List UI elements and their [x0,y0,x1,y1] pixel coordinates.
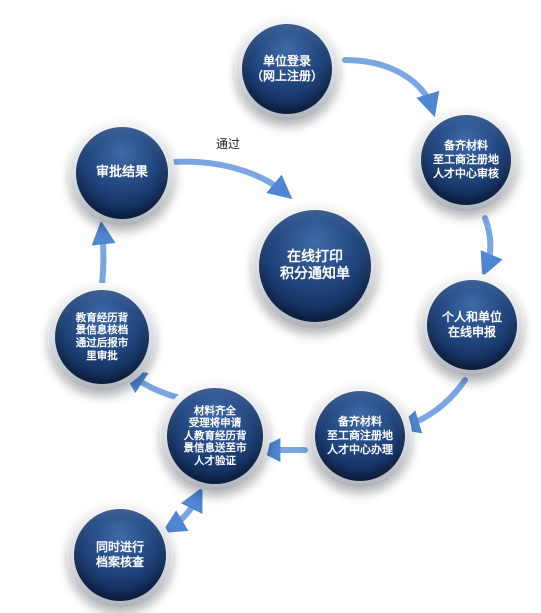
node-materials-process-label: 备齐材料 至工商注册地 人才中心办理 [327,415,393,456]
node-register: 单位登录 （网上注册） [235,17,339,121]
arrow-review-to-apply [480,215,503,277]
arrow-accept-archive-bidirectional [161,487,203,533]
node-materials-review: 备齐材料 至工商注册地 人才中心审核 [414,108,518,212]
arrow-accept-to-edu [122,369,183,401]
node-accept-verify-label: 材料齐全 受理将申请 人教育经历背 景信息送至市 人才验证 [183,404,247,467]
node-materials-review-label: 备齐材料 至工商注册地 人才中心审核 [433,139,499,180]
node-register-label: 单位登录 （网上注册） [250,54,323,83]
node-archive-check-label: 同时进行 档案核查 [95,540,144,569]
node-approval-result: 审批结果 [69,120,175,226]
arrow-register-to-review [342,57,440,118]
node-materials-process: 备齐材料 至工商注册地 人才中心办理 [308,384,412,488]
node-accept-verify: 材料齐全 受理将申请 人教育经历背 景信息送至市 人才验证 [160,381,270,491]
node-archive-check: 同时进行 档案核查 [67,502,173,608]
node-print-notice: 在线打印 积分通知单 [252,203,378,329]
arrow-result-to-print [172,158,293,200]
node-approval-result-label: 审批结果 [95,164,148,180]
arrow-apply-to-process [395,377,468,434]
node-online-apply: 个人和单位 在线申报 [420,273,524,377]
arrow-edu-to-result [91,220,116,288]
node-edu-check: 教育经历背 景信息核档 通过后报市 里审批 [48,283,156,391]
edge-label-pass: 通过 [216,137,241,151]
node-edu-check-label: 教育经历背 景信息核档 通过后报市 里审批 [75,311,129,362]
node-print-notice-label: 在线打印 积分通知单 [280,248,350,283]
node-online-apply-label: 个人和单位 在线申报 [441,310,502,339]
